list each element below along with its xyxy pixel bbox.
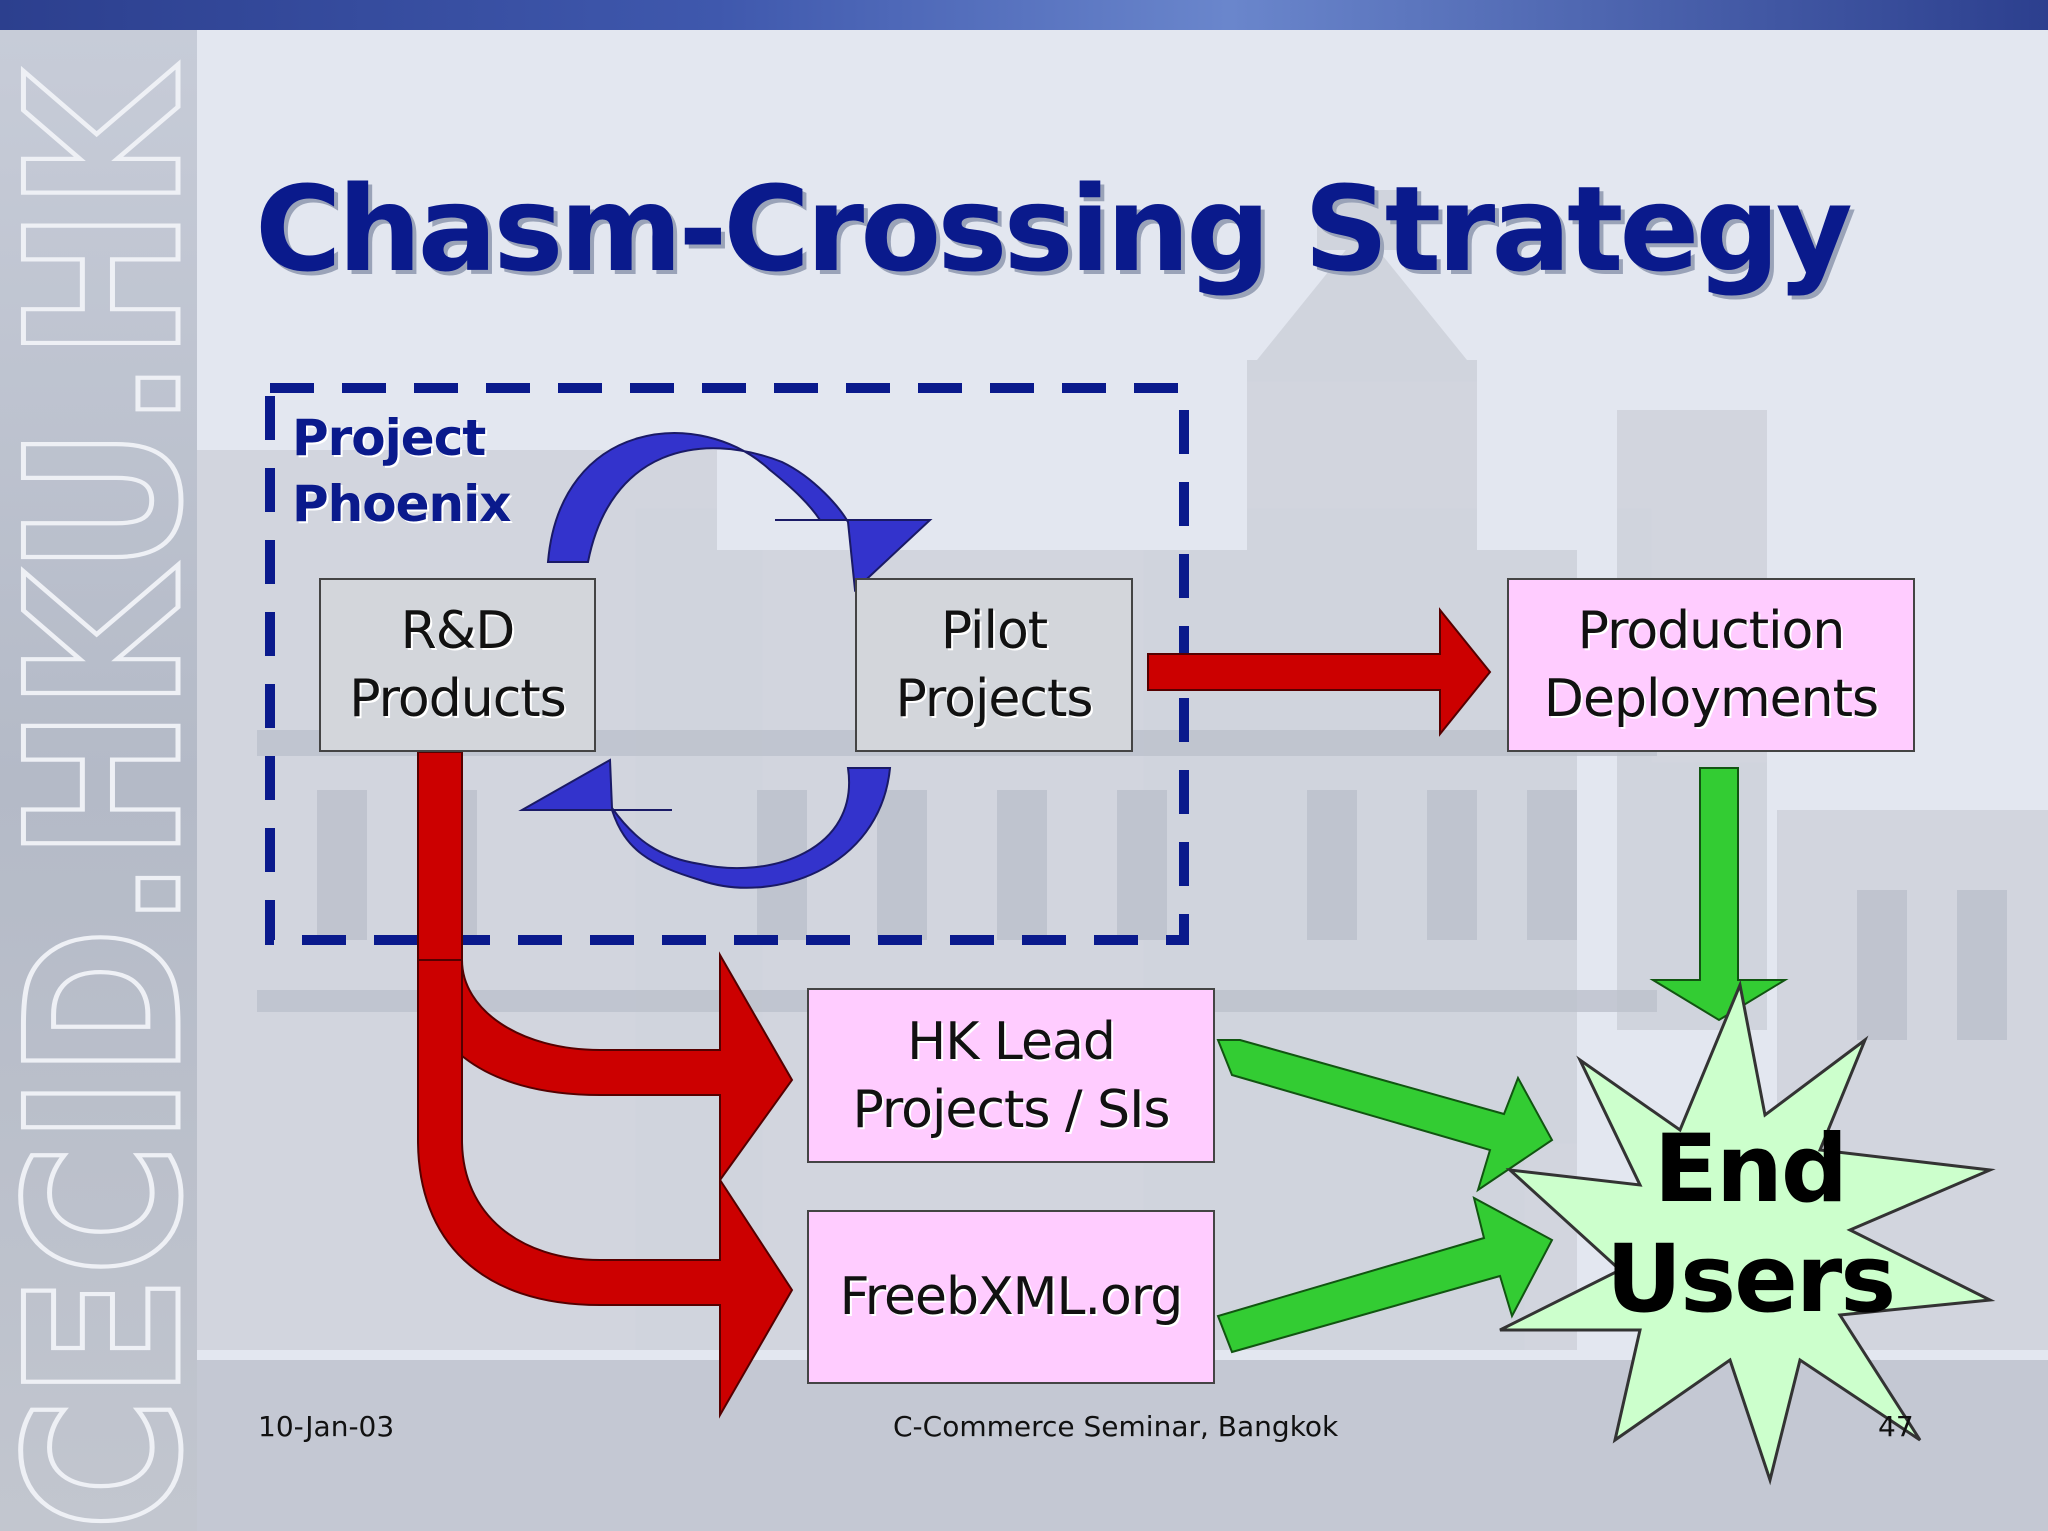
hk-lead-line2: Projects / SIs [852, 1079, 1170, 1140]
project-phoenix-label: Project Phoenix [292, 405, 511, 537]
end-users-line2: Users [1605, 1225, 1896, 1334]
slide-title: Chasm-Crossing Strategy [255, 160, 1853, 298]
footer-date: 10-Jan-03 [258, 1410, 395, 1443]
footer-event: C-Commerce Seminar, Bangkok [893, 1410, 1339, 1443]
hk-lead-projects-box: HK Lead Projects / SIs [807, 988, 1215, 1163]
group-label-line2: Phoenix [292, 475, 511, 533]
production-deployments-box: Production Deployments [1507, 578, 1915, 752]
arrow-rd-to-freebxml [417, 959, 794, 1419]
end-users-starburst [1499, 979, 1996, 1486]
left-logo-band [0, 30, 197, 1531]
pilot-projects-box: Pilot Projects [855, 578, 1133, 752]
cycle-arrow-bottom [518, 758, 892, 889]
top-accent-bar [0, 0, 2048, 30]
freebxml-box: FreebXML.org [807, 1210, 1215, 1384]
arrow-production-to-endusers [1649, 767, 1789, 1022]
arrow-freebxml-to-endusers [1216, 1196, 1554, 1354]
freebxml-line1: FreebXML.org [839, 1267, 1184, 1327]
group-label-line1: Project [292, 409, 486, 467]
production-line2: Deployments [1543, 669, 1879, 729]
pilot-projects-line2: Projects [895, 669, 1093, 729]
cycle-arrow-top [546, 432, 933, 593]
arrow-rd-to-hklead [417, 751, 794, 1184]
rd-products-box: R&D Products [319, 578, 596, 752]
rd-products-line2: Products [349, 669, 567, 729]
side-logo-text: CECID.HKU.HK [0, 64, 197, 1530]
end-users-line1: End [1653, 1115, 1848, 1224]
rd-products-line1: R&D [400, 601, 516, 661]
arrow-pilot-to-production [1147, 607, 1492, 737]
hk-lead-line1: HK Lead [907, 1011, 1116, 1072]
production-line1: Production [1577, 601, 1846, 661]
end-users-label: End Users [1570, 1115, 1930, 1335]
pilot-projects-line1: Pilot [940, 601, 1048, 661]
footer-page-number: 47 [1878, 1410, 1914, 1443]
arrow-hklead-to-endusers [1216, 1039, 1554, 1193]
side-logo: CECID.HKU.HK [0, 62, 197, 1531]
